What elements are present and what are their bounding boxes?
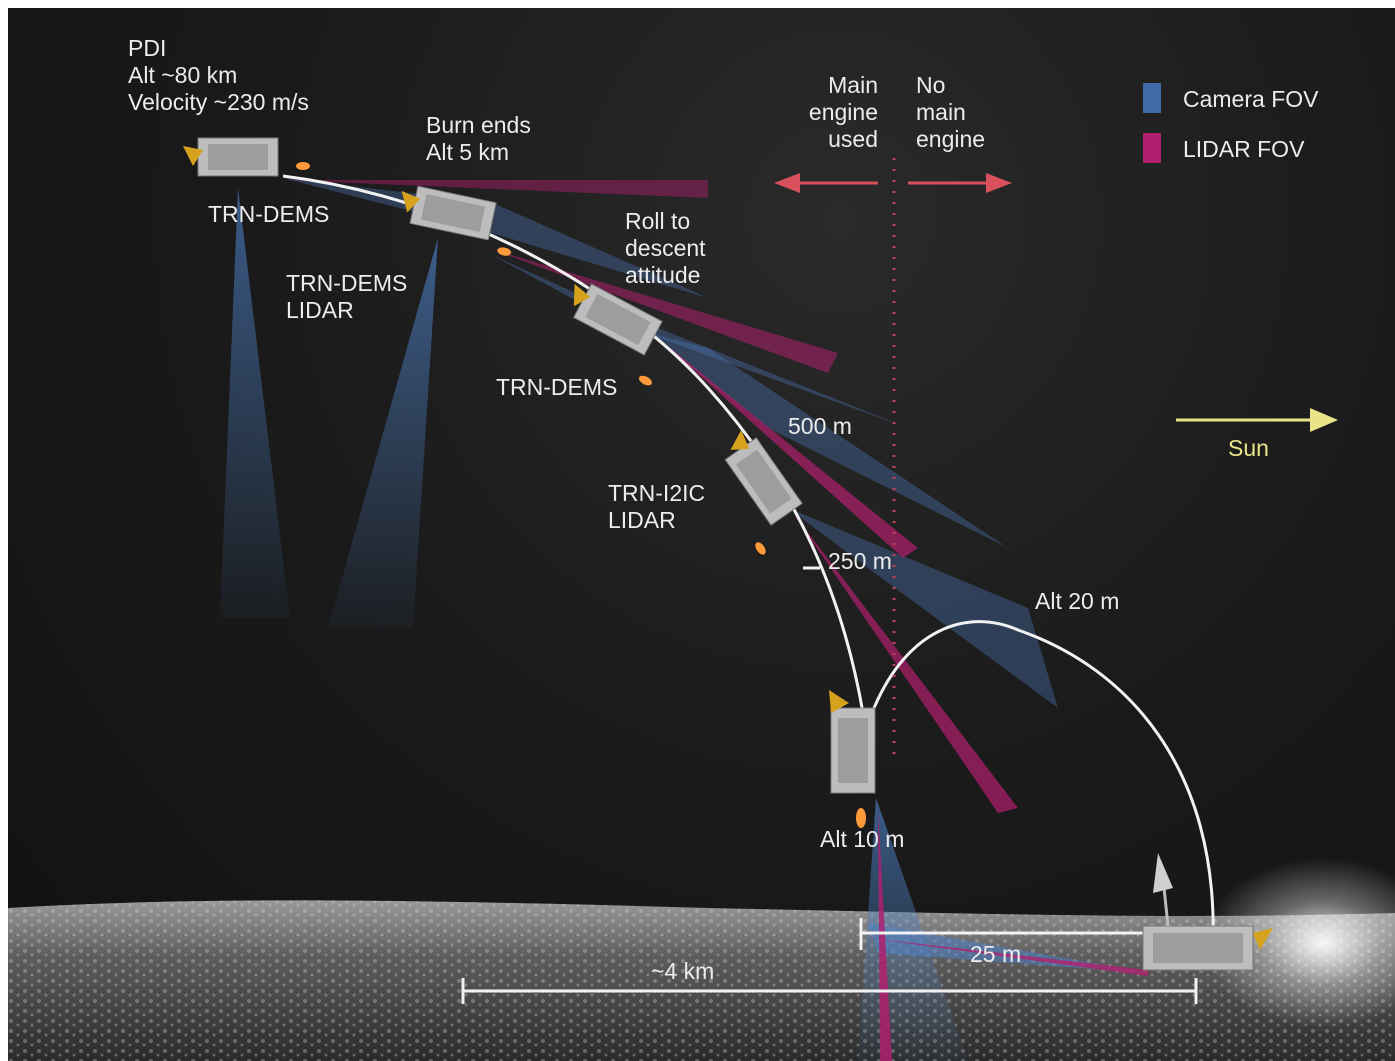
camera-fov-cone (328, 238, 438, 628)
no-main-engine-label: No main engine (916, 72, 985, 153)
burn-ends-alt-line: Alt 5 km (426, 139, 510, 165)
no-main-line-2: main (916, 99, 966, 125)
legend-camera-fov: Camera FOV (1183, 86, 1319, 112)
lander-icon (572, 283, 663, 386)
main-engine-line-1: Main (828, 72, 878, 98)
pdi-velocity-line: Velocity ~230 m/s (128, 89, 309, 115)
lidar-fov-beam (868, 938, 1148, 976)
camera-fov-cone (868, 923, 1148, 973)
descent-diagram: PDI Alt ~80 km Velocity ~230 m/s Burn en… (8, 8, 1395, 1061)
legend-swatch-camera (1143, 83, 1161, 113)
surface-texture (8, 900, 1395, 1061)
no-main-line-1: No (916, 72, 946, 98)
main-engine-line-3: used (828, 126, 878, 152)
burn-ends-line: Burn ends (426, 112, 531, 138)
lander-icon (401, 185, 512, 256)
alt-250m-label: 250 m (828, 548, 892, 574)
main-engine-line-2: engine (808, 99, 878, 125)
lidar-line: LIDAR (608, 507, 676, 533)
lidar-fov-beam (793, 513, 1018, 813)
burn-ends-label: Burn ends Alt 5 km (426, 112, 531, 166)
lidar-line: LIDAR (286, 297, 354, 323)
scale-bar-4km (461, 978, 1198, 1004)
legend-lidar-fov: LIDAR FOV (1183, 136, 1305, 162)
lander-icon (829, 690, 876, 828)
distance-25m-label: 25 m (970, 941, 1022, 967)
alt-10m-label: Alt 10 m (820, 826, 905, 852)
camera-fov-cone (788, 508, 1058, 708)
camera-fov-cone (648, 333, 1008, 548)
pdi-line: PDI (128, 35, 167, 61)
roll-line-3: attitude (625, 262, 701, 288)
trn-i2ic-lidar-label: TRN-I2IC LIDAR (608, 480, 705, 534)
trn-i2ic-line: TRN-I2IC (608, 480, 706, 506)
camera-fov-cone (220, 188, 290, 618)
lander-icon (183, 137, 310, 177)
main-engine-used-label: Main engine used (768, 72, 878, 153)
alt-20m-label: Alt 20 m (1035, 588, 1120, 614)
trn-dems-lidar-label: TRN-DEMS LIDAR (286, 270, 407, 324)
trn-dems-label-2: TRN-DEMS (496, 374, 618, 400)
lander-icon (1142, 853, 1273, 971)
lidar-fov-beam (658, 338, 918, 558)
engine-right-arrow (908, 173, 1012, 193)
sun-glare (1203, 858, 1395, 1028)
diagram-graphics (8, 83, 1395, 1061)
hop-trajectory (872, 620, 1215, 944)
engine-left-arrow (774, 173, 878, 193)
sun-arrow (1176, 408, 1338, 432)
distance-4km-label: ~4 km (651, 958, 715, 984)
pdi-label: PDI Alt ~80 km Velocity ~230 m/s (128, 35, 309, 116)
alt-500m-label: 500 m (788, 413, 852, 439)
legend-swatch-lidar (1143, 133, 1161, 163)
no-main-line-3: engine (916, 126, 986, 152)
roll-line-2: descent (625, 235, 706, 261)
lidar-fov-beam (283, 180, 708, 198)
pdi-alt-line: Alt ~80 km (128, 62, 238, 88)
scale-bar-25m (859, 918, 1143, 950)
trn-dems-label-1: TRN-DEMS (208, 201, 330, 227)
lander-icon (724, 430, 803, 555)
roll-attitude-label: Roll to descent attitude (625, 208, 706, 289)
trn-dems-line: TRN-DEMS (286, 270, 408, 296)
sun-label: Sun (1228, 435, 1269, 461)
roll-line-1: Roll to (625, 208, 691, 234)
